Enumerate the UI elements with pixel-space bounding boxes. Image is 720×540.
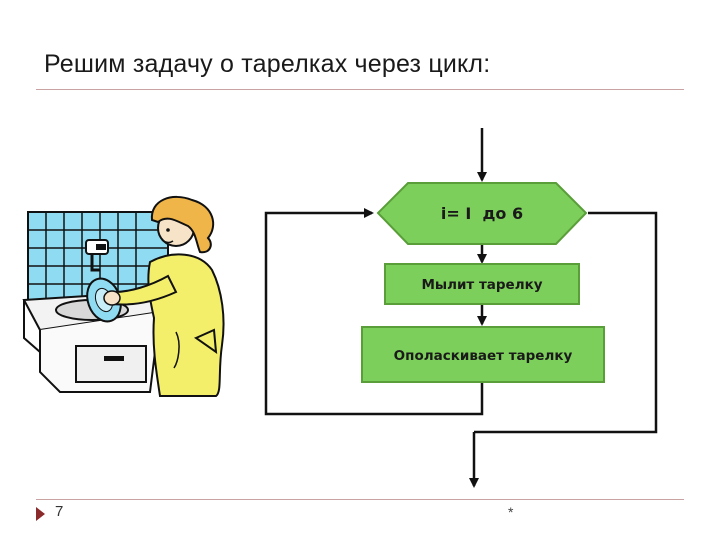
faucet-icon [85,239,109,272]
step-rinse-plate-block: Ополаскивает тарелку [361,326,605,383]
exit-line [474,211,658,434]
woman-washing-dishes-illustration [22,195,225,397]
footer-divider [36,499,684,500]
page-number: 7 [55,503,64,520]
loop-header-block: i= I до 6 [376,182,588,245]
step-rinse-plate-label: Ополаскивает тарелку [394,348,573,364]
woman-figure [103,195,225,397]
title-divider [36,89,684,90]
step-wash-plate-block: Мылит тарелку [384,263,580,305]
step-wash-plate-label: Мылит тарелку [421,277,542,293]
loop-back-arrow [264,208,484,416]
slide-title: Решим задачу о тарелках через цикл: [44,50,491,78]
triangle-arrow-icon [36,507,45,521]
loop-header-label: i= I до 6 [441,204,523,223]
footer-mark: * [508,504,514,520]
flowchart-connectors [264,128,658,488]
